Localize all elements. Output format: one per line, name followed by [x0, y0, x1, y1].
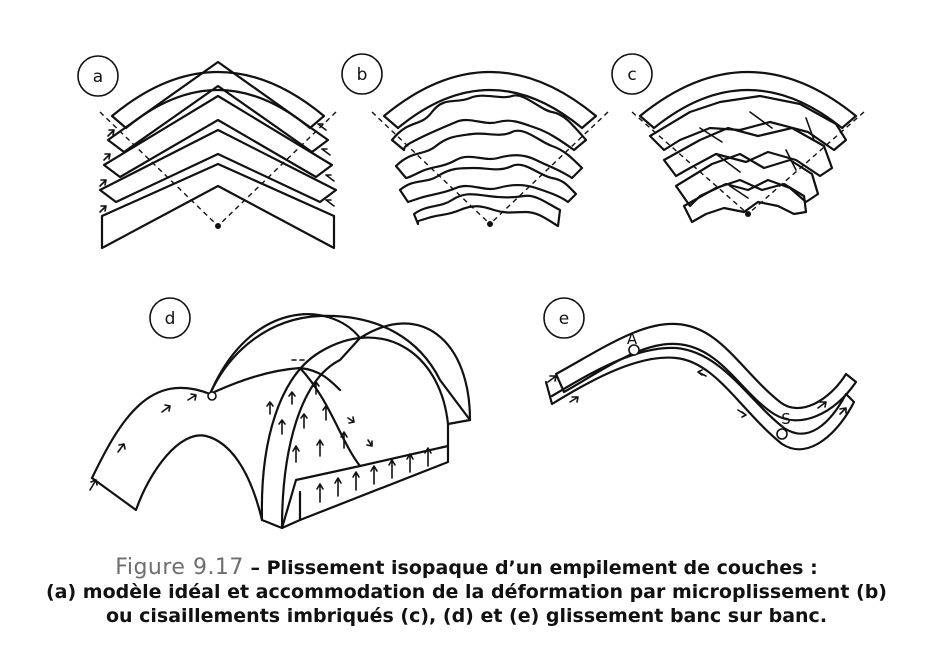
panel-b-label-text: b	[357, 65, 368, 85]
panel-e: A S e	[543, 297, 858, 451]
panel-d-hinge-point	[207, 391, 217, 401]
panel-a-label: a	[77, 55, 119, 97]
panel-e-layers	[544, 322, 858, 451]
panel-e-point-a	[628, 344, 640, 356]
panel-a-label-text: a	[93, 67, 103, 87]
panel-e-point-s	[776, 428, 788, 440]
panel-a-axial-lines	[99, 111, 337, 229]
panel-e-label: e	[543, 297, 585, 339]
panel-d-fold-block	[90, 313, 472, 530]
figure-illustration: a b	[77, 53, 865, 530]
panel-b: b	[341, 53, 609, 228]
caption-line-3: ou cisaillements imbriqués (c), (d) et (…	[105, 605, 828, 627]
panel-c-axial-lines	[631, 111, 865, 217]
panel-a-slip-arrows	[99, 123, 335, 213]
panel-e-slip-arrows	[547, 369, 847, 418]
panel-a: a	[77, 55, 338, 250]
panel-e-label-text: e	[559, 309, 569, 329]
panel-c-label: c	[611, 53, 653, 95]
panel-c-label-text: c	[627, 65, 636, 85]
caption-separator: –	[243, 557, 267, 579]
panel-e-point-a-label: A	[627, 330, 638, 348]
panel-b-layers	[382, 70, 598, 228]
caption-line-2: (a) modèle idéal et accommodation de la …	[46, 581, 887, 603]
caption-title: Plissement isopaque d’un empilement de c…	[266, 557, 818, 579]
figure-number: Figure 9.17	[115, 555, 244, 580]
panel-d-label: d	[149, 297, 191, 339]
panel-e-point-s-label: S	[781, 410, 791, 428]
panel-a-layers	[98, 60, 338, 250]
panel-b-axial-lines	[371, 111, 609, 227]
panel-c: c	[611, 53, 865, 224]
panel-d: d	[89, 297, 472, 530]
panel-b-label: b	[341, 53, 383, 95]
figure-caption: Figure 9.17 – Plissement isopaque d’un e…	[0, 556, 933, 628]
caption-line-1: Figure 9.17 – Plissement isopaque d’un e…	[0, 556, 933, 580]
panel-d-arrows	[89, 359, 432, 503]
panel-d-label-text: d	[165, 309, 176, 329]
panel-c-layers	[638, 71, 858, 224]
